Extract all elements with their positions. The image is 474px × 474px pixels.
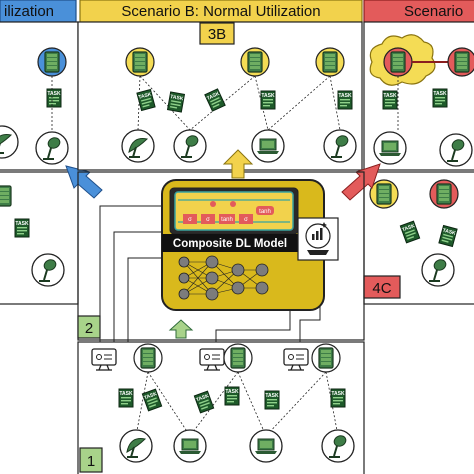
nn-nodes [178, 255, 269, 301]
task-label: TASK [15, 221, 29, 227]
data-feed-lines [99, 205, 321, 350]
sensor-device-icon [31, 253, 65, 287]
central-region [77, 171, 365, 341]
tag-2: 2 [85, 320, 93, 337]
lstm-gate-label: tanh [221, 217, 233, 223]
task-label: TASK [119, 391, 133, 397]
scenario-c-nodes [369, 34, 474, 287]
task-label: TASK [265, 393, 279, 399]
task-labels: TASK TASK TASK TASK TASK TASK TASK TASK TASK TASK… [15, 91, 456, 404]
task-label: TASK [225, 389, 239, 395]
crystal-ball-icon [305, 222, 331, 255]
lstm-gate-box [256, 206, 274, 215]
server-rack-icon [318, 347, 334, 369]
lstm-output-label: tanh [259, 209, 271, 215]
task-label: TASK [433, 91, 447, 97]
scenario-a-title: ilization [4, 3, 54, 20]
neural-network [172, 256, 290, 302]
server-rack-icon [454, 51, 470, 73]
lstm-gate-label: σ [244, 217, 248, 223]
task-label: TASK [143, 391, 158, 401]
server-rack-icon [390, 51, 406, 73]
sensor-device-icon [421, 253, 455, 287]
tag-1-box [79, 447, 103, 473]
dish-device-icon [119, 429, 153, 463]
server-rack-icon [322, 51, 338, 73]
tag-3b-box [199, 22, 235, 45]
task-label: TASK [261, 93, 275, 99]
laptop-device-icon [373, 131, 407, 165]
scenario-b-nodes [121, 47, 357, 163]
server-rack-icon [132, 51, 148, 73]
task-label: TASK [401, 223, 416, 233]
task-label: TASK [383, 93, 397, 99]
lstm-gate-box [201, 214, 215, 224]
tag-3b: 3B [208, 26, 226, 43]
dish-device-icon [121, 129, 155, 163]
task-label: TASK [195, 393, 210, 403]
laptop-device-icon [249, 429, 283, 463]
lstm-gate-label: σ [206, 217, 210, 223]
laptop-device-icon [251, 129, 285, 163]
sensor-device-icon [323, 129, 357, 163]
server-rack-icon [436, 183, 452, 205]
composite-dl-model: σ σ tanh σ tanh Composite DL Model [161, 179, 339, 311]
task-label: TASK [138, 91, 153, 100]
lstm-gate-box [219, 214, 235, 224]
task-label: TASK [331, 391, 345, 397]
scenario-a-nodes [0, 47, 69, 287]
scenario-a-arrow-icon [65, 165, 103, 199]
lstm-gate-label: σ [188, 217, 192, 223]
laptop-device-icon [173, 429, 207, 463]
tag-1: 1 [87, 453, 95, 470]
task-label: TASK [206, 91, 221, 102]
data-input-arrow-icon [168, 319, 194, 339]
scenario-c-title: Scenario [404, 3, 463, 20]
tag-4c: 4C [372, 280, 391, 297]
sensor-device-icon [173, 129, 207, 163]
bottom-nodes [91, 343, 355, 463]
server-rack-icon [230, 347, 246, 369]
task-label: TASK [442, 228, 457, 237]
scenario-c-arrow-icon [341, 163, 381, 201]
server-rack-icon [44, 51, 60, 73]
model-title-bar [162, 234, 298, 252]
server-rack-icon [376, 183, 392, 205]
sensor-device-icon [439, 133, 473, 167]
task-label: TASK [170, 94, 184, 102]
server-rack-icon [247, 51, 263, 73]
server-rack-icon [0, 185, 12, 207]
sensor-device-icon [321, 429, 355, 463]
scenario-b-title: Scenario B: Normal Utilization [121, 3, 320, 20]
task-label: TASK [338, 93, 352, 99]
task-label: TASK [47, 91, 61, 97]
scenario-b-arrow-icon [222, 149, 254, 179]
model-title: Composite DL Model [173, 238, 287, 250]
lstm-gate-box [239, 214, 253, 224]
sensor-device-icon [35, 131, 69, 165]
server-rack-icon [140, 347, 156, 369]
scenario-a-lower-panel [0, 171, 79, 305]
lstm-gate-box [183, 214, 197, 224]
